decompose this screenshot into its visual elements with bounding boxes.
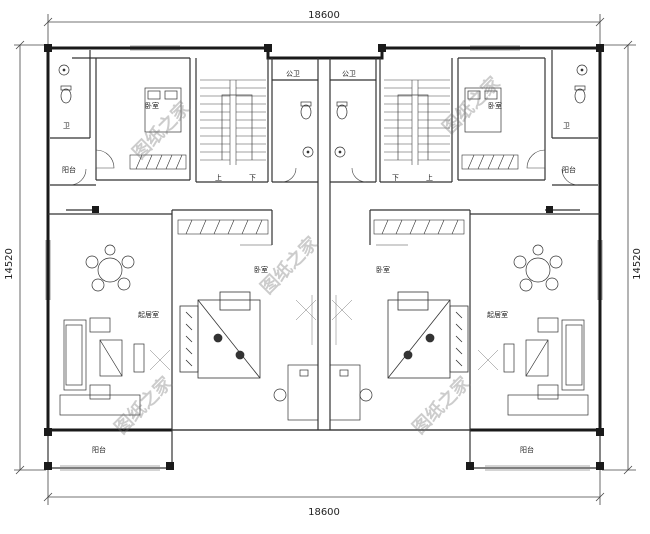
dimension-top-label: 18600 [308, 10, 340, 21]
room-label-left-balcony-side: 阳台 [62, 165, 76, 174]
dimension-bottom-label: 18600 [308, 507, 340, 518]
toilet-icon [60, 85, 586, 120]
sink-icon [58, 64, 588, 158]
room-label-left-bedroom-main: 卧室 [254, 265, 268, 274]
watermark-text: 图纸之家 [408, 371, 475, 438]
room-label-right-balcony-bottom: 阳台 [520, 445, 534, 454]
interior-walls [47, 50, 601, 469]
dimension-bottom [43, 470, 605, 505]
stair-left-down: 下 [249, 174, 256, 182]
wardrobe-icon [129, 154, 519, 235]
dimension-left-label: 14520 [4, 248, 15, 280]
door-icon [69, 149, 579, 246]
dimension-right-label: 14520 [632, 248, 643, 280]
room-label-left-bath: 卫 [63, 122, 70, 130]
stair-left [200, 79, 266, 165]
dining-table-icon [85, 244, 563, 292]
dimension-top [43, 14, 605, 48]
outer-walls [46, 46, 602, 432]
room-label-public-bath-right: 公卫 [342, 70, 356, 78]
bed-icon [179, 291, 469, 379]
room-label-right-balcony-side: 阳台 [562, 165, 576, 174]
room-label-left-bedroom-top: 卧室 [145, 101, 159, 110]
columns [44, 44, 604, 470]
watermark-text: 图纸之家 [110, 371, 177, 438]
room-label-left-balcony-bottom: 阳台 [92, 445, 106, 454]
room-label-right-bedroom-top: 卧室 [488, 101, 502, 110]
stair-right [384, 79, 450, 165]
windows [45, 45, 603, 471]
dimension-left [14, 40, 46, 475]
bed-icon [144, 87, 502, 133]
watermark-text: 图纸之家 [128, 96, 195, 163]
room-label-left-living: 起居室 [138, 310, 159, 319]
stair-right-up: 上 [426, 173, 433, 182]
room-label-right-living: 起居室 [487, 310, 508, 319]
sofa-icon [59, 317, 589, 416]
ceiling-light-icon [149, 295, 499, 371]
room-label-public-bath-left: 公卫 [286, 70, 300, 78]
room-label-right-bath: 卫 [563, 122, 570, 130]
watermark-text: 图纸之家 [256, 231, 323, 298]
dimension-right [602, 40, 636, 475]
stair-right-down: 下 [392, 174, 399, 182]
stair-left-up: 上 [215, 173, 222, 182]
desk-icon [273, 364, 373, 421]
room-label-right-bedroom-main: 卧室 [376, 265, 390, 274]
